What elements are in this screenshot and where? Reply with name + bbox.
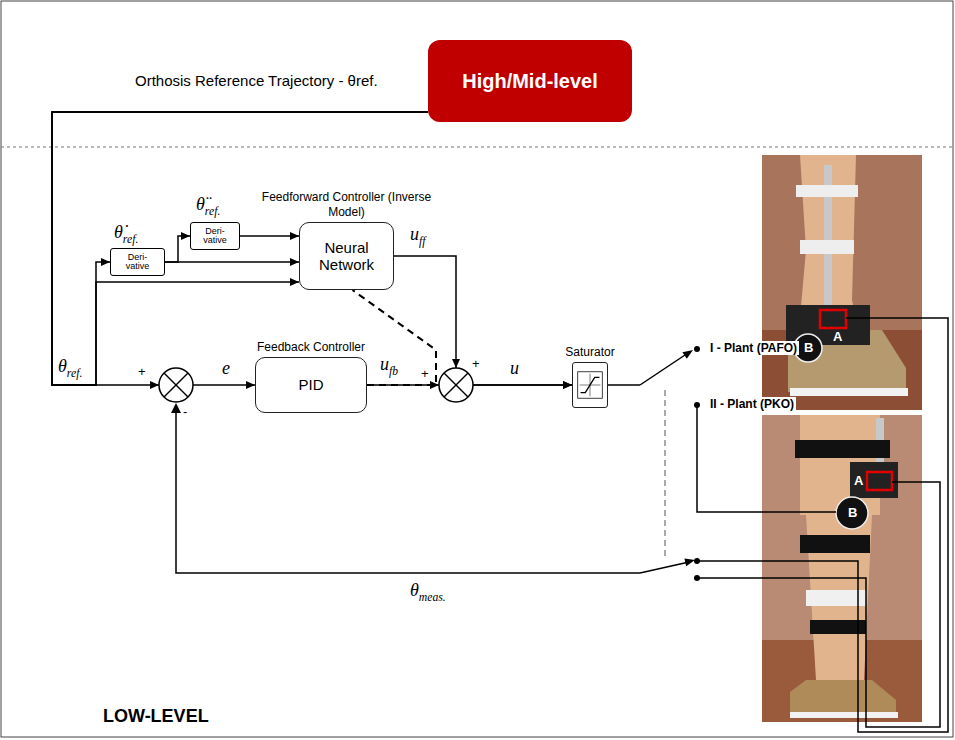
- part-letter: A: [833, 329, 842, 344]
- derivative-block: Deri- vative: [110, 248, 165, 276]
- level-label: LOW-LEVEL: [103, 706, 209, 727]
- arrowhead: [290, 278, 299, 286]
- part-letter: A: [854, 473, 863, 488]
- derivative-block: Deri- vative: [190, 222, 240, 250]
- signal-line: [165, 261, 299, 263]
- switch-link: [664, 390, 666, 556]
- signal-line: [394, 256, 572, 385]
- signal-label: θ̇ref.: [114, 222, 138, 247]
- switch-arrowhead: [682, 350, 693, 359]
- level-divider: [1, 147, 953, 148]
- sign-label: +: [421, 366, 429, 381]
- heading-label: Saturator: [550, 345, 630, 359]
- trajectory-label: Orthosis Reference Trajectory - θref.: [135, 72, 378, 89]
- arrowhead: [290, 232, 299, 240]
- signal-connector: [240, 232, 299, 240]
- signal-label: θref.: [58, 356, 82, 381]
- wire: [697, 318, 948, 732]
- signal-label: e: [222, 358, 230, 380]
- signal-label: u: [510, 358, 519, 380]
- node-label: Deri- vative: [198, 227, 232, 246]
- signal-connector: [394, 256, 572, 389]
- sign-label: -: [183, 404, 187, 419]
- subscript: ref.: [67, 367, 82, 380]
- node-label: Neural Network: [300, 239, 393, 274]
- part-letter: B: [804, 340, 813, 355]
- plant-switch: [608, 353, 688, 385]
- arrowhead: [563, 381, 572, 389]
- signal-line: [52, 112, 428, 385]
- signal-connector: [52, 112, 428, 385]
- signal-connector: [165, 232, 190, 262]
- signal-line: [52, 112, 428, 385]
- signal-line: [52, 112, 428, 385]
- plant-label: II - Plant (PKO): [708, 397, 796, 411]
- node-label: PID: [298, 376, 323, 393]
- subscript: fb: [389, 365, 398, 378]
- signal-connector: [165, 258, 299, 266]
- node-label: High/Mid-level: [462, 70, 598, 93]
- signal-label: ufb: [380, 354, 398, 379]
- part-letter: B: [848, 505, 857, 520]
- pafo-photo: [762, 155, 922, 410]
- level-box: High/Mid-level: [428, 40, 632, 122]
- controller-box: Feedforward Controller (Inverse Model)Ne…: [299, 222, 394, 290]
- signal-connector: [52, 112, 428, 389]
- arrowhead: [181, 232, 190, 240]
- saturation-axes: [580, 374, 601, 397]
- saturation-symbol: [573, 363, 607, 407]
- sum-junction: [159, 368, 193, 402]
- heading-label: Feedback Controller: [241, 340, 381, 354]
- arrowhead: [246, 381, 255, 389]
- feedback-arrowhead: [171, 403, 181, 413]
- arrowhead: [290, 258, 299, 266]
- switch-arrowhead: [684, 558, 695, 566]
- feedback-switch: [176, 410, 689, 573]
- saturation-curve: [581, 377, 600, 392]
- signal-label: uff: [410, 224, 426, 249]
- controller-box: Feedback ControllerPID: [255, 357, 367, 413]
- signal-line: [165, 236, 190, 262]
- sum-junction: [439, 368, 473, 402]
- subscript: ref.: [123, 233, 138, 246]
- signal-connector: [52, 112, 428, 385]
- signal-label: θmeas.: [410, 580, 446, 605]
- subscript: ref.: [205, 205, 220, 218]
- sign-label: +: [472, 356, 480, 371]
- arrowhead: [563, 381, 572, 389]
- plant-label: I - Plant (PAFO): [708, 341, 799, 355]
- sign-label: +: [138, 364, 146, 379]
- arrowhead: [150, 381, 159, 389]
- node-label: Deri- vative: [121, 253, 155, 272]
- pko-photo: [762, 415, 922, 722]
- saturation-frame: [578, 372, 603, 398]
- subscript: meas.: [419, 591, 446, 604]
- arrowhead: [101, 258, 110, 266]
- heading-label: Feedforward Controller (Inverse Model): [262, 190, 432, 219]
- subscript: ff: [419, 235, 426, 248]
- saturator-block: Saturator: [572, 362, 608, 408]
- arrowhead: [452, 359, 460, 368]
- signal-label: θ̈ref.: [196, 194, 220, 219]
